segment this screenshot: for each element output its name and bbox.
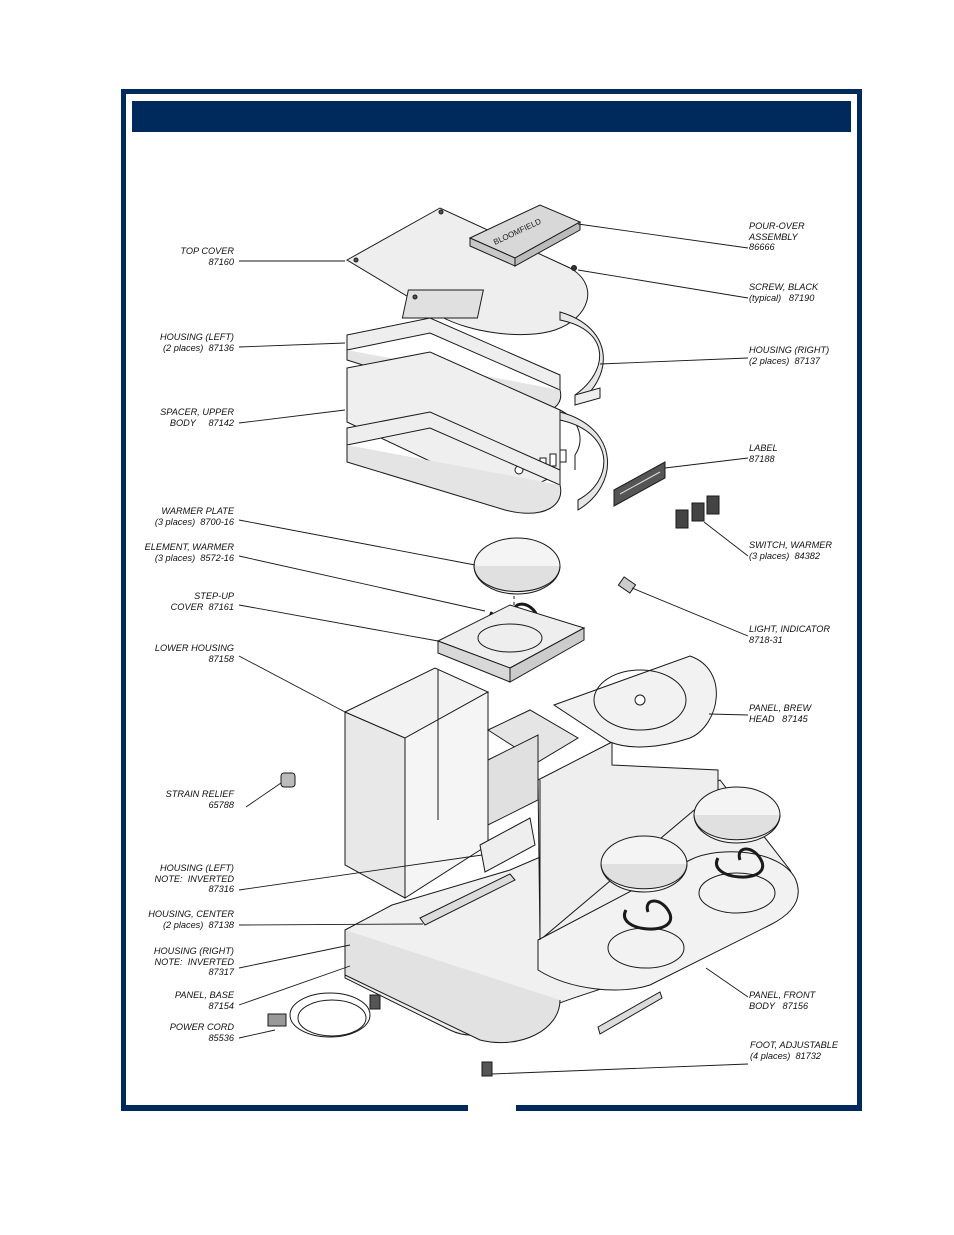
top-cover-part xyxy=(346,207,589,336)
lower-element-wells-part xyxy=(607,872,776,969)
screw-part xyxy=(571,265,577,271)
warmer-plate-part xyxy=(473,537,561,595)
callout-housing-right: HOUSING (RIGHT)(2 places) 87137 xyxy=(749,345,830,366)
frame-bottom-left xyxy=(121,1105,468,1111)
lower-warmer-plates-part xyxy=(600,786,781,893)
strain-relief-part xyxy=(280,772,296,788)
callout-warmer-plate: WARMER PLATE(3 places) 8700-16 xyxy=(154,506,234,527)
step-up-cover-part xyxy=(436,604,586,683)
housing-lower-pair-part xyxy=(346,411,609,514)
header-bar xyxy=(132,101,851,132)
power-cord-part xyxy=(267,992,371,1038)
lower-housing-part xyxy=(343,667,490,899)
callout-switch-warmer: SWITCH, WARMER(3 places) 84382 xyxy=(749,540,833,561)
pour-over-part: BLOOMFIELD xyxy=(468,204,582,267)
label-part xyxy=(613,461,666,507)
callout-housing-center: HOUSING, CENTER(2 places) 87138 xyxy=(148,909,234,930)
frame-bottom-right xyxy=(516,1105,862,1111)
foot-adjustable-part xyxy=(369,994,493,1077)
leader-lines xyxy=(238,223,749,1075)
callout-element-warmer: ELEMENT, WARMER(3 places) 8572-16 xyxy=(144,542,234,563)
switch-part xyxy=(675,495,720,529)
page-frame xyxy=(121,89,862,1111)
callout-foot-adjustable: FOOT, ADJUSTABLE(4 places) 81732 xyxy=(750,1040,838,1061)
brew-head-panel-part xyxy=(552,655,717,748)
lower-elements-part xyxy=(623,847,765,931)
housing-center-part xyxy=(419,817,663,1035)
callout-screw-black: SCREW, BLACK(typical) 87190 xyxy=(749,282,819,303)
callout-housing-left: HOUSING (LEFT)(2 places) 87136 xyxy=(159,332,234,353)
indicator-light-part xyxy=(617,576,637,594)
